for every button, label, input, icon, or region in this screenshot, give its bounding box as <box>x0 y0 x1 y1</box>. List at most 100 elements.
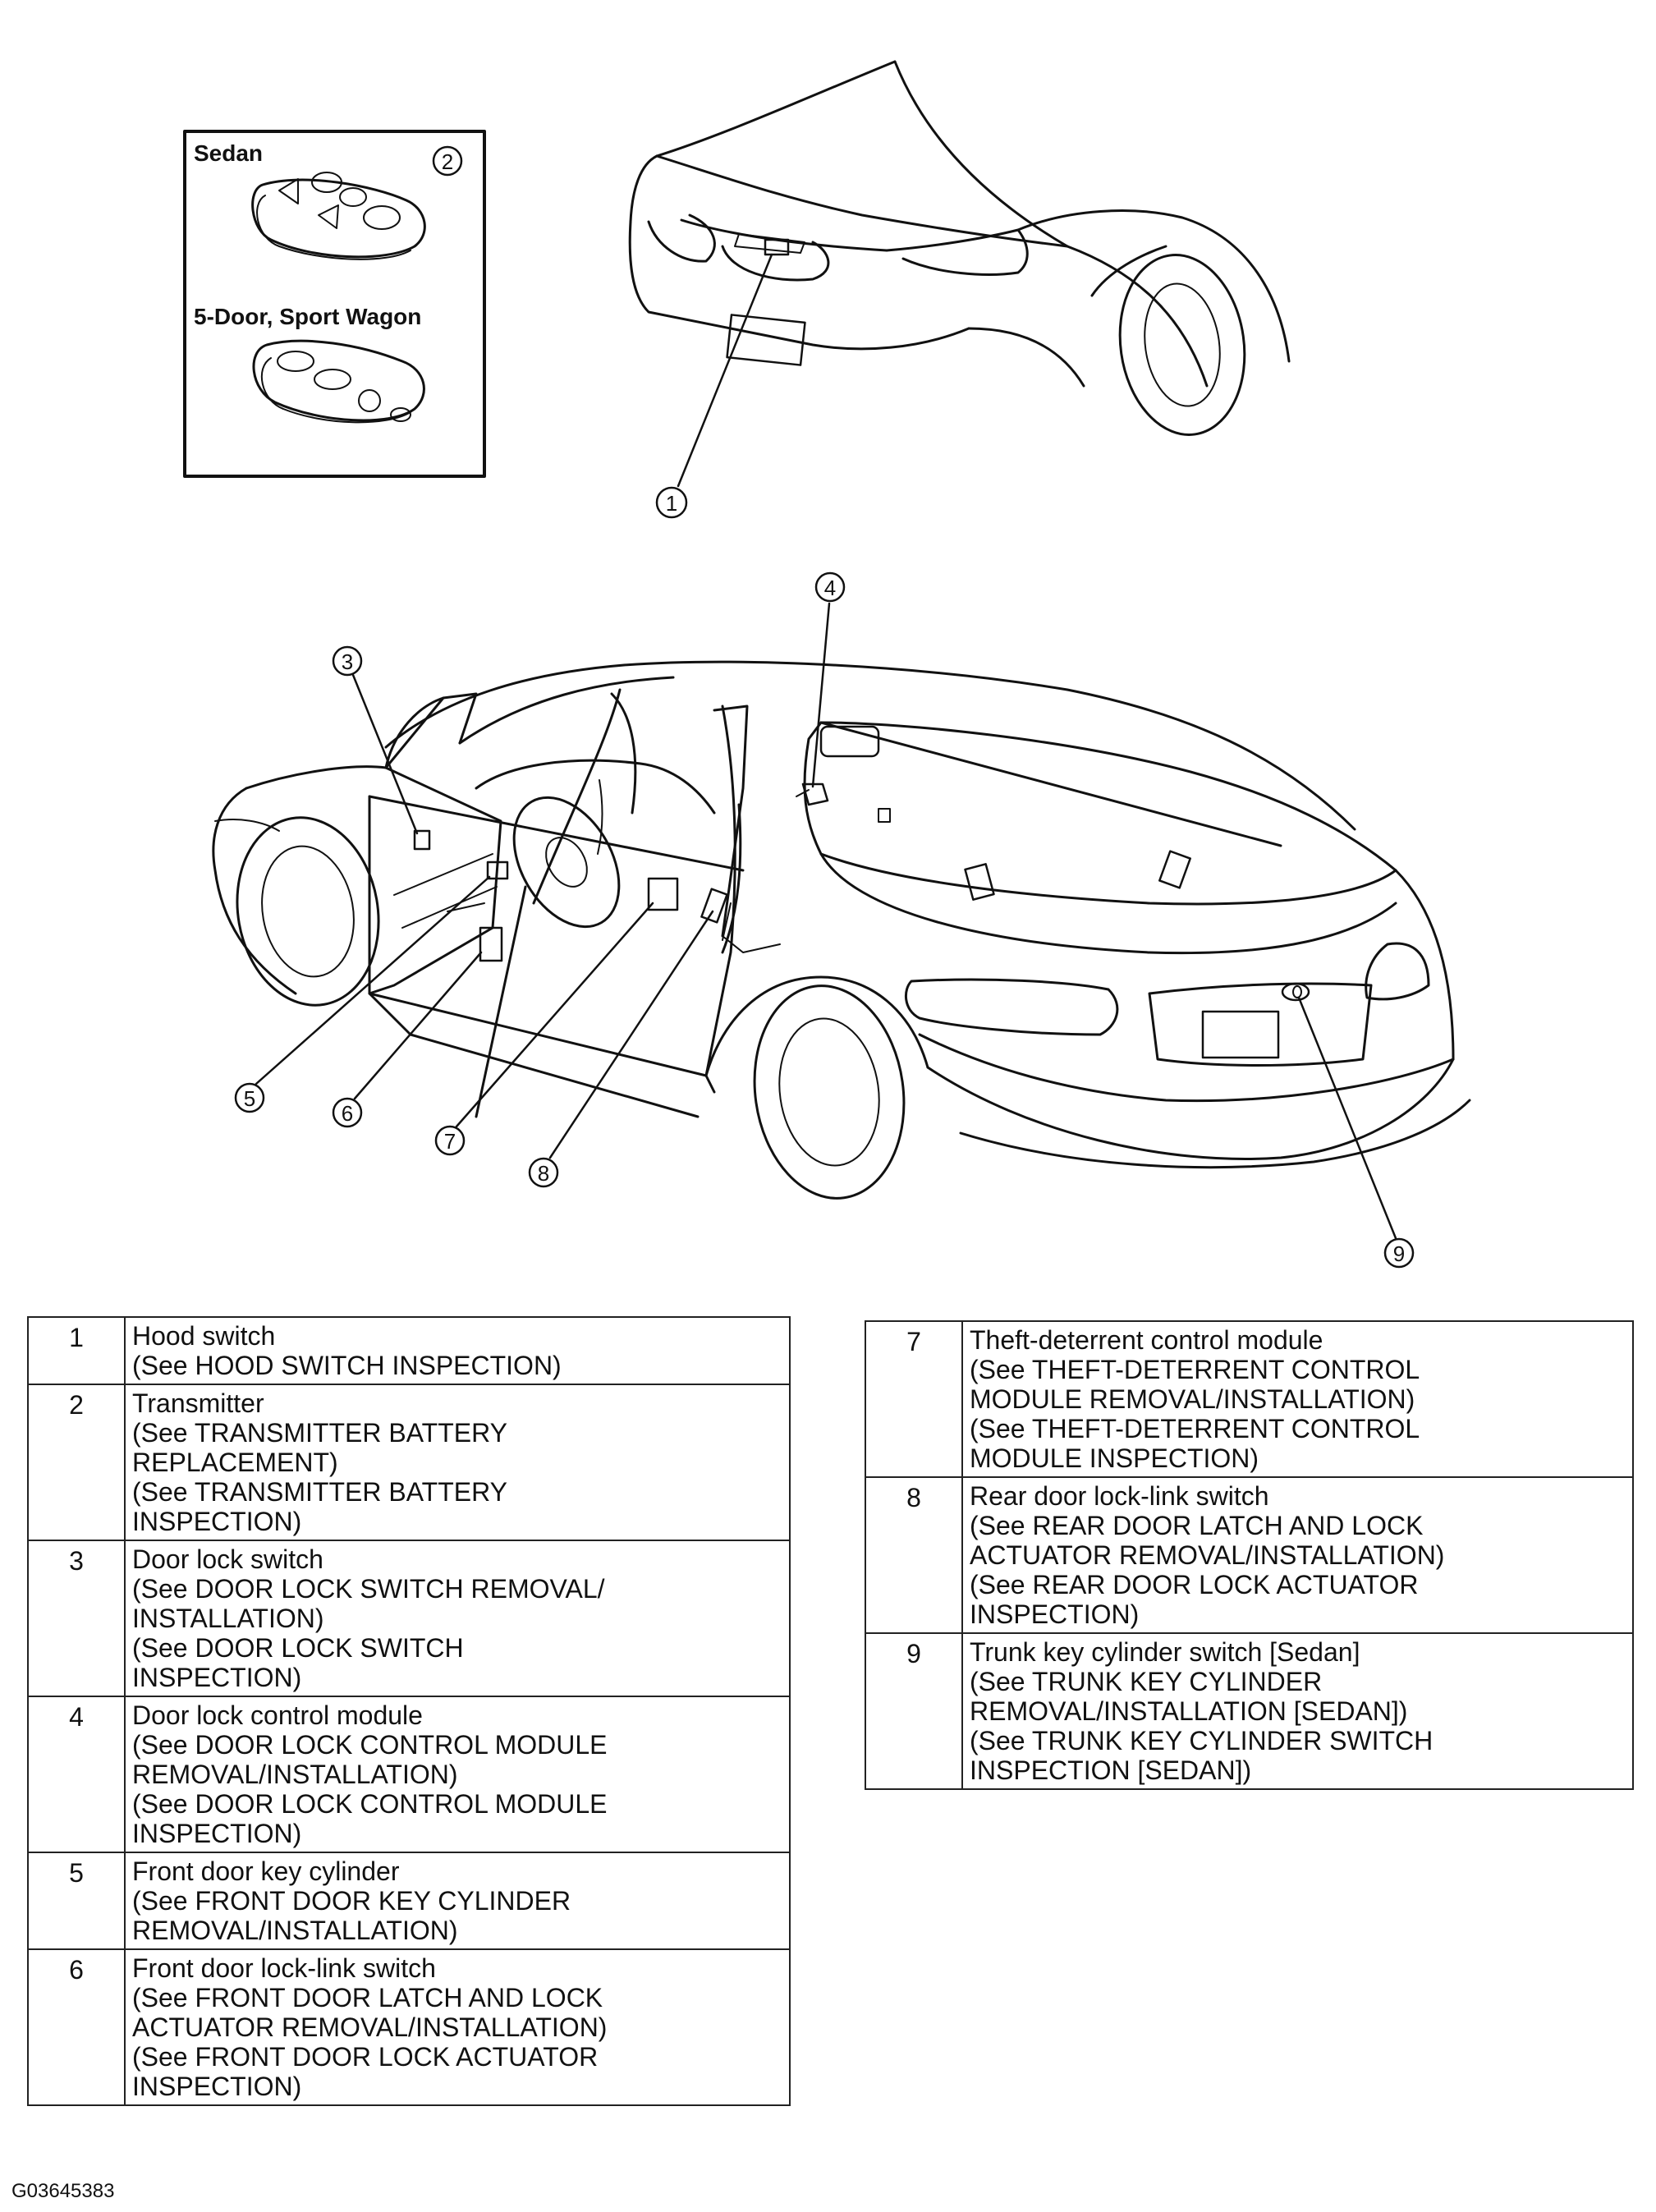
legend-line: (See TRANSMITTER BATTERY <box>132 1477 507 1507</box>
legend-line: MODULE INSPECTION) <box>970 1443 1259 1473</box>
legend-line: REPLACEMENT) <box>132 1448 338 1477</box>
legend-line: Front door key cylinder <box>132 1856 400 1886</box>
legend-line: (See FRONT DOOR LOCK ACTUATOR <box>132 2042 599 2072</box>
trunk-key-cylinder-component <box>1281 982 1310 1002</box>
legend-line: REMOVAL/INSTALLATION [SEDAN]) <box>970 1696 1408 1726</box>
legend-line: Transmitter <box>132 1388 264 1418</box>
callout-6: 6 <box>332 1097 363 1128</box>
leader-8 <box>548 910 714 1159</box>
legend-number: 9 <box>865 1632 963 1790</box>
callout-3: 3 <box>332 645 363 677</box>
leader-6 <box>353 951 483 1100</box>
legend-line: (See DOOR LOCK SWITCH REMOVAL/ <box>132 1574 605 1604</box>
svg-text:8: 8 <box>538 1161 549 1186</box>
legend-number: 5 <box>27 1852 126 1950</box>
legend-line: (See DOOR LOCK CONTROL MODULE <box>132 1730 608 1760</box>
svg-text:5: 5 <box>244 1086 255 1111</box>
leader-9 <box>1297 996 1397 1240</box>
legend-line: INSPECTION) <box>132 1819 302 1848</box>
legend-line: Hood switch <box>132 1321 276 1351</box>
svg-text:1: 1 <box>666 491 677 516</box>
legend-line: (See FRONT DOOR LATCH AND LOCK <box>132 1983 603 2012</box>
figure-id: G03645383 <box>11 2180 115 2202</box>
leader-3 <box>351 673 419 835</box>
legend-line: (See THEFT-DETERRENT CONTROL <box>970 1355 1420 1384</box>
legend-description: Front door lock-link switch(See FRONT DO… <box>124 1948 791 2106</box>
rear-door-lock-link-switch-component <box>700 888 728 924</box>
leader-1 <box>677 253 773 488</box>
callout-7: 7 <box>434 1125 466 1156</box>
legend-line: INSPECTION) <box>132 2072 302 2101</box>
legend-line: REMOVAL/INSTALLATION) <box>132 1760 458 1789</box>
wagon-transmitter-fob <box>252 339 425 424</box>
legend-description: Door lock control module(See DOOR LOCK C… <box>124 1696 791 1853</box>
svg-text:9: 9 <box>1393 1241 1405 1266</box>
legend-line: (See REAR DOOR LOCK ACTUATOR <box>970 1570 1419 1599</box>
car-front-view <box>628 60 1291 436</box>
legend-description: Hood switch(See HOOD SWITCH INSPECTION) <box>124 1316 791 1385</box>
legend-description: Rear door lock-link switch(See REAR DOOR… <box>961 1476 1634 1634</box>
callout-2: 2 <box>432 145 463 177</box>
leader-4 <box>811 602 831 788</box>
transmitter-inset: Sedan 5-Door, Sport Wagon 2 <box>183 130 486 478</box>
svg-text:7: 7 <box>444 1129 456 1154</box>
legend-number: 6 <box>27 1948 126 2106</box>
door-lock-control-module-component <box>796 782 1191 901</box>
svg-text:4: 4 <box>824 576 836 600</box>
legend-line: INSTALLATION) <box>132 1604 324 1633</box>
legend-line: (See DOOR LOCK CONTROL MODULE <box>132 1789 608 1819</box>
svg-text:2: 2 <box>442 149 453 174</box>
legend-line: (See FRONT DOOR KEY CYLINDER <box>132 1886 571 1916</box>
legend-line: (See HOOD SWITCH INSPECTION) <box>132 1351 562 1380</box>
legend-line: (See REAR DOOR LATCH AND LOCK <box>970 1511 1424 1540</box>
door-lock-switch-component <box>413 829 431 851</box>
legend-line: ACTUATOR REMOVAL/INSTALLATION) <box>970 1540 1445 1570</box>
legend-line: INSPECTION) <box>132 1663 302 1692</box>
callout-8: 8 <box>528 1157 559 1188</box>
legend-line: Door lock switch <box>132 1544 323 1574</box>
wagon-label: 5-Door, Sport Wagon <box>194 304 421 329</box>
callout-5: 5 <box>234 1082 265 1113</box>
legend-number: 4 <box>27 1696 126 1853</box>
legend-number: 1 <box>27 1316 126 1385</box>
legend-line: REMOVAL/INSTALLATION) <box>132 1916 458 1945</box>
legend-line: MODULE REMOVAL/INSTALLATION) <box>970 1384 1415 1414</box>
legend-line: (See TRUNK KEY CYLINDER <box>970 1667 1323 1696</box>
legend-line: Rear door lock-link switch <box>970 1481 1269 1511</box>
legend-line: INSPECTION) <box>132 1507 302 1536</box>
legend-line: (See TRANSMITTER BATTERY <box>132 1418 507 1448</box>
legend-line: ACTUATOR REMOVAL/INSTALLATION) <box>132 2012 608 2042</box>
car-body-view <box>212 660 1471 1200</box>
callout-4: 4 <box>814 571 846 603</box>
callout-1: 1 <box>655 486 688 519</box>
leader-5 <box>255 875 491 1085</box>
legend-line: Door lock control module <box>132 1700 423 1730</box>
legend-line: (See DOOR LOCK SWITCH <box>132 1633 464 1663</box>
legend-line: (See THEFT-DETERRENT CONTROL <box>970 1414 1420 1443</box>
legend-line: INSPECTION [SEDAN]) <box>970 1755 1252 1785</box>
legend-description: Door lock switch(See DOOR LOCK SWITCH RE… <box>124 1540 791 1697</box>
legend-line: Front door lock-link switch <box>132 1953 436 1983</box>
svg-text:3: 3 <box>342 649 353 674</box>
legend-line: (See TRUNK KEY CYLINDER SWITCH <box>970 1726 1434 1755</box>
legend-number: 8 <box>865 1476 963 1634</box>
sedan-transmitter-fob <box>251 172 426 260</box>
sedan-label: Sedan <box>194 140 263 166</box>
legend-number: 2 <box>27 1384 126 1541</box>
legend-number: 3 <box>27 1540 126 1697</box>
diagram-canvas: Sedan 5-Door, Sport Wagon 2 <box>183 60 1471 1269</box>
front-door-key-cylinder-component <box>486 860 509 880</box>
legend-line: Theft-deterrent control module <box>970 1325 1323 1355</box>
